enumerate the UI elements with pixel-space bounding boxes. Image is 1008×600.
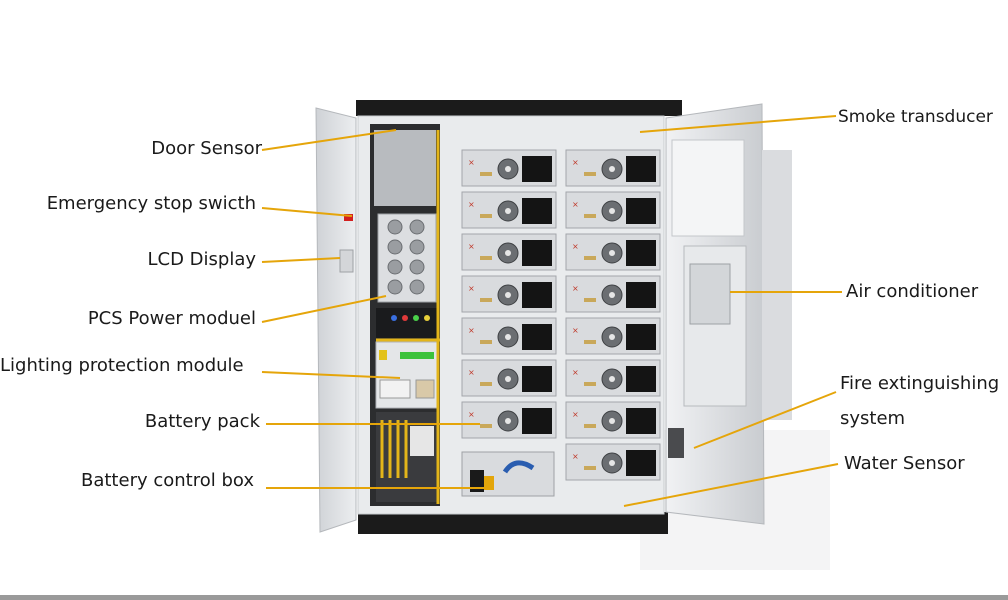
leader-line [261,295,387,323]
battery-pack-module: × [565,149,661,187]
left-door-display [339,249,354,273]
svg-text:×: × [572,452,579,461]
pcs-power-module [377,213,437,303]
label-emergency-stop: Emergency stop swicth [46,193,256,214]
label-door-sensor: Door Sensor [151,138,262,159]
control-box-panel [410,426,434,456]
label-smoke-transducer: Smoke transducer [838,107,993,127]
label-air-conditioner: Air conditioner [846,281,979,302]
air-conditioner-window [689,263,731,325]
label-battery-control-box: Battery control box [81,470,254,491]
label-fire-extinguishing: Fire extinguishing [840,373,1000,394]
battery-pack-module: × [565,233,661,271]
label-lightning-protection: Lighting protection module [0,355,244,376]
bcm-connector [470,470,484,492]
label-lcd-display: LCD Display [147,249,256,270]
pcs-fan-icon [387,259,403,275]
leader-line [623,463,839,507]
pcs-fan-icon [409,279,425,295]
battery-pack-module: × [461,275,557,313]
pcs-fan-icon [387,219,403,235]
svg-text:×: × [468,326,475,335]
indicator-green [413,315,419,321]
pcs-fan-icon [409,239,425,255]
pcs-bay-top [374,130,436,206]
lightning-protection-breakers [379,379,411,399]
lightning-protection-block [415,379,435,399]
leader-line [261,129,397,151]
battery-pack-module: × [461,233,557,271]
leader-lines [261,115,842,507]
cabinet-base [358,512,668,534]
indicator-blue [391,315,397,321]
pcs-fan-icon [409,219,425,235]
leader-line [261,371,401,379]
label-fire-extinguishing-system: system [840,408,906,429]
pcs-fan-icon [409,259,425,275]
indicator-yellow [424,315,430,321]
pcs-fan-icon [387,239,403,255]
bcm-orange-plug [484,476,494,490]
battery-pack-module: × [461,401,557,439]
svg-text:×: × [468,284,475,293]
lightning-protection-yellow [379,350,387,360]
lightning-protection-green [400,352,434,359]
bottom-rule [0,595,1008,600]
label-pcs-power-module: PCS Power moduel [87,308,256,329]
svg-text:×: × [572,326,579,335]
battery-pack-module: × [565,401,661,439]
battery-pack-module: × [565,275,661,313]
battery-pack-module: × [461,149,557,187]
svg-text:×: × [572,242,579,251]
svg-text:×: × [468,158,475,167]
battery-pack-module: × [565,317,661,355]
pcs-fan-icon [387,279,403,295]
leader-line [639,115,837,133]
battery-pack-module: × [461,317,557,355]
bcm-blue-handle [502,460,535,474]
svg-text:×: × [572,200,579,209]
svg-text:×: × [468,410,475,419]
battery-pack-module: × [565,443,661,481]
battery-pack-module: × [461,359,557,397]
fire-extinguishing-unit [668,428,684,458]
leader-line [261,257,341,263]
battery-pack-module: × [461,191,557,229]
door-side-panel [762,150,792,420]
cabinet-top [356,100,682,116]
pcs-indicator-panel [376,308,438,338]
label-water-sensor: Water Sensor [844,453,965,474]
svg-text:×: × [572,158,579,167]
left-door [315,107,357,533]
svg-text:×: × [572,410,579,419]
svg-text:×: × [468,368,475,377]
battery-packs: × × × × × × × × × × × × × × × [461,149,661,481]
label-battery-pack: Battery pack [144,411,260,432]
battery-pack-module: × [565,359,661,397]
right-door-panel [671,139,745,237]
indicator-red [402,315,408,321]
svg-text:×: × [572,368,579,377]
emergency-stop-button [344,214,353,221]
svg-text:×: × [572,284,579,293]
svg-text:×: × [468,200,475,209]
leader-line [693,391,837,449]
pcs-fans [387,219,425,295]
svg-text:×: × [468,242,475,251]
yellow-wiring [376,130,440,504]
leader-line [261,207,353,217]
battery-pack-module: × [565,191,661,229]
